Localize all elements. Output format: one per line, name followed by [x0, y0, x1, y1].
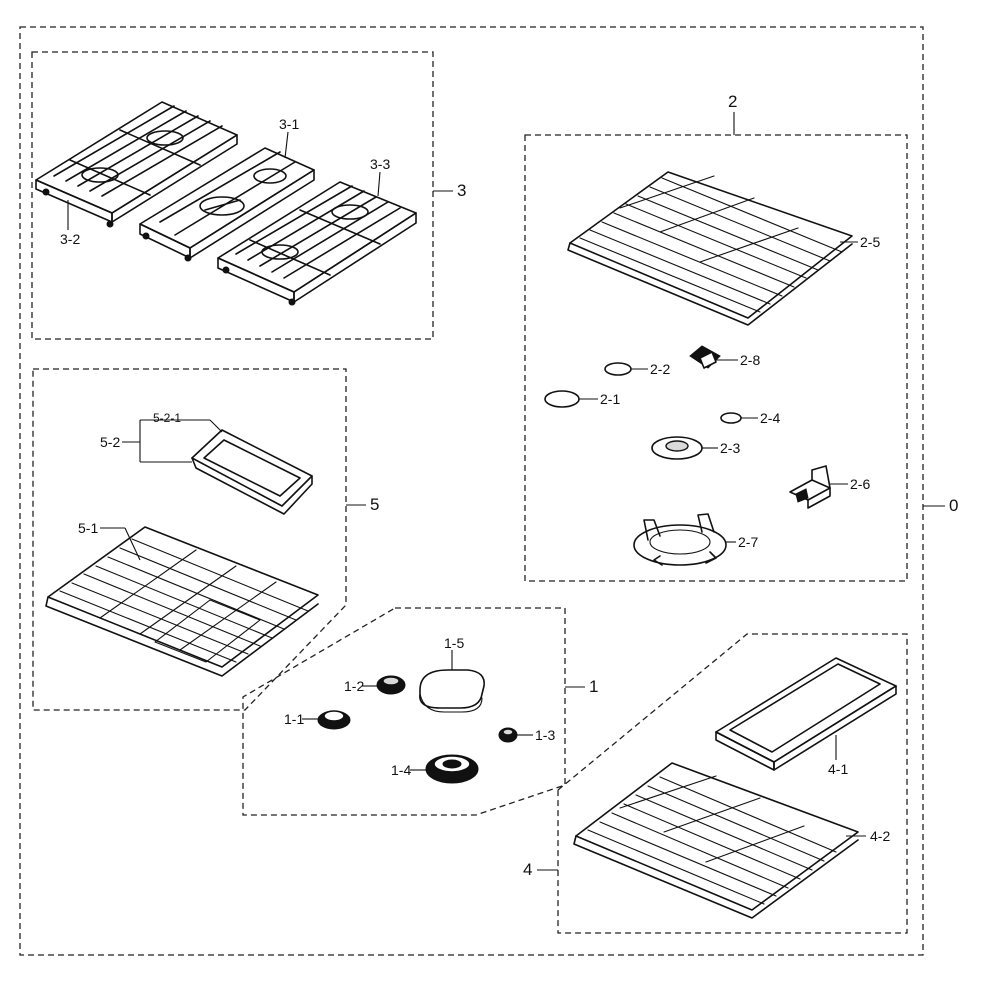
label-1-5: 1-5: [444, 635, 465, 651]
group-1-boundary: [242, 607, 566, 816]
group-4-boundary: [557, 633, 908, 934]
group-2-boundary: [524, 134, 908, 582]
griddle-4-1: [715, 657, 897, 771]
label-2-5: 2-5: [860, 234, 881, 250]
oval-burner-1-5: [419, 669, 485, 713]
label-2-2: 2-2: [650, 361, 671, 377]
label-3-3: 3-3: [370, 156, 391, 172]
burner-1-3: [498, 727, 518, 743]
label-2-7: 2-7: [738, 534, 759, 550]
label-1-4: 1-4: [391, 762, 412, 778]
label-1-1: 1-1: [284, 711, 305, 727]
label-2-3: 2-3: [720, 440, 741, 456]
label-5-2: 5-2: [100, 434, 121, 450]
label-2-8: 2-8: [740, 352, 761, 368]
label-2-1: 2-1: [600, 391, 621, 407]
assembly-0-boundary: [19, 26, 924, 956]
label-2-4: 2-4: [760, 410, 781, 426]
leader-3-1: [284, 131, 289, 159]
bracket-2-6: [789, 465, 831, 509]
oven-rack-4-2: [573, 762, 859, 919]
label-3-1: 3-1: [279, 116, 300, 132]
oven-rack-2-5: [567, 171, 853, 326]
burner-2-3: [651, 436, 703, 460]
label-1: 1: [589, 677, 599, 696]
label-0: 0: [949, 496, 959, 515]
label-4-1: 4-1: [828, 761, 849, 777]
label-2-6: 2-6: [850, 476, 871, 492]
grate-3-1: [139, 147, 315, 262]
group-3-boundary: [31, 51, 434, 340]
label-1-3: 1-3: [535, 727, 556, 743]
oven-rack-5-1: [45, 526, 319, 677]
leader-3-3: [377, 171, 381, 197]
label-5: 5: [370, 495, 380, 514]
leader-5-2-bracket: [122, 419, 223, 463]
drip-pan-5-2-1: [191, 429, 313, 515]
burner-cap-2-4: [720, 412, 742, 424]
group-5-boundary: [32, 368, 347, 711]
label-4-2: 4-2: [870, 828, 891, 844]
burner-cap-2-2: [604, 362, 632, 376]
burner-1-2: [376, 675, 406, 695]
label-5-2-1: 5-2-1: [153, 411, 182, 425]
grate-3-2: [35, 101, 238, 228]
burner-cap-2-1: [544, 390, 580, 408]
label-3-2: 3-2: [60, 231, 81, 247]
grate-3-3: [217, 181, 417, 306]
burner-base-2-7: [633, 513, 727, 566]
burner-1-4: [425, 754, 479, 784]
label-1-2: 1-2: [344, 678, 365, 694]
label-2: 2: [728, 92, 738, 111]
leader-5-1b: [124, 527, 141, 561]
label-3: 3: [457, 181, 467, 200]
label-5-1: 5-1: [78, 520, 99, 536]
label-4: 4: [523, 860, 533, 879]
burner-1-1: [317, 710, 351, 730]
part-2-8: [689, 345, 721, 369]
